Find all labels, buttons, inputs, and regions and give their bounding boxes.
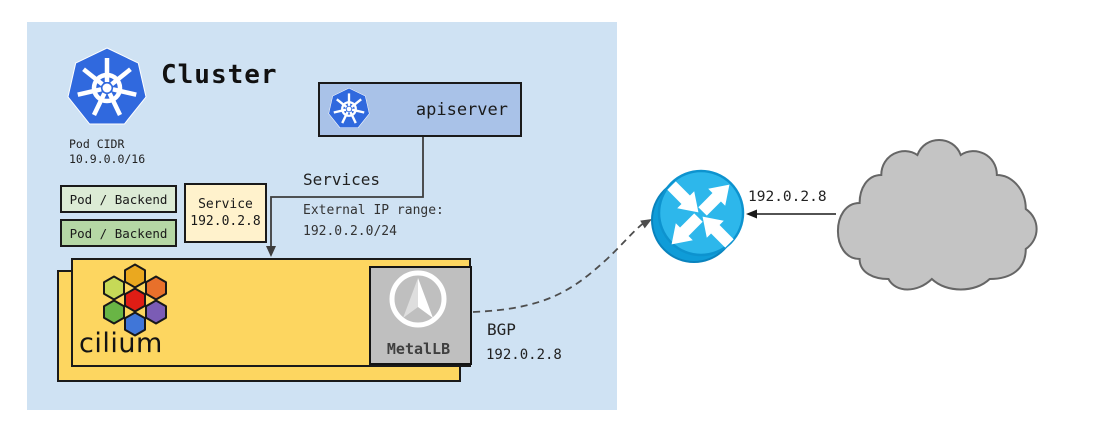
client-label: Client bbox=[887, 197, 981, 227]
pod-cidr-text: Pod CIDR bbox=[69, 137, 125, 151]
pod-backend-2: Pod / Backend bbox=[60, 219, 177, 247]
services-label: Services bbox=[303, 170, 381, 189]
cluster-title: Cluster bbox=[161, 60, 278, 90]
router-advertised-ip: 192.0.2.8 bbox=[748, 189, 827, 205]
client-to-router-arrow bbox=[746, 209, 836, 219]
service-node: Service 192.0.2.8 bbox=[184, 183, 267, 243]
router-icon bbox=[651, 169, 745, 263]
apiserver-label: apiserver bbox=[415, 99, 508, 120]
pod-backend-1: Pod / Backend bbox=[60, 185, 177, 213]
bgp-label: BGP bbox=[487, 320, 516, 339]
pod-backend-2-label: Pod / Backend bbox=[69, 225, 168, 241]
bgp-ip: 192.0.2.8 bbox=[486, 347, 562, 363]
service-label: Service bbox=[198, 197, 253, 212]
cilium-label: cilium bbox=[79, 328, 163, 359]
pod-backend-1-label: Pod / Backend bbox=[69, 191, 168, 207]
external-ip-label: External IP range: bbox=[303, 203, 444, 218]
pod-cidr-value: 10.9.0.0/16 bbox=[69, 152, 146, 166]
external-ip-range: External IP range: 192.0.2.0/24 bbox=[303, 200, 444, 242]
apiserver-node: apiserver bbox=[318, 82, 522, 137]
service-ip: 192.0.2.8 bbox=[190, 214, 261, 229]
metallb-label: MetalLB bbox=[386, 340, 451, 358]
external-ip-value: 192.0.2.0/24 bbox=[303, 224, 397, 239]
